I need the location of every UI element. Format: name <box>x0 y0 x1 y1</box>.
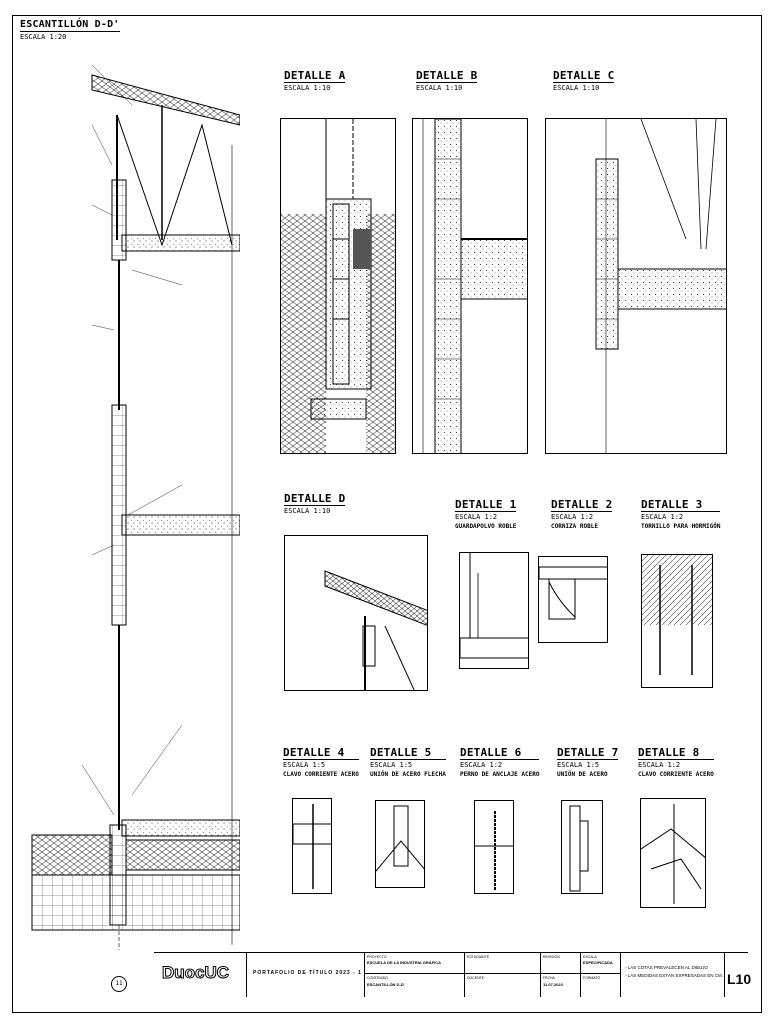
note-1: - LAS COTAS PREVALECEN AL DIBUJO <box>625 965 708 970</box>
detail-3-title: DETALLE 3 <box>641 499 721 512</box>
detail-8-subtitle: CLAVO CORRIENTE ACERO <box>638 771 714 778</box>
detail-b-header: DETALLE B ESCALA 1:10 <box>416 69 478 92</box>
format-value <box>581 981 585 983</box>
logo-cell: DuocUC <box>154 953 246 997</box>
detail-7-header: DETALLE 7 ESCALA 1:5 UNIÓN DE ACERO <box>557 746 619 778</box>
detail-3-subtitle: TORNILLO PARA HORMIGÓN <box>641 523 721 530</box>
main-section-drawing <box>22 45 240 950</box>
detail-7-drawing <box>561 800 603 894</box>
duoc-logo: DuocUC <box>161 963 230 983</box>
detail-d-drawing <box>284 535 428 691</box>
student-cell: ESTUDIANTE DOCENTE <box>464 953 540 997</box>
detail-8-header: DETALLE 8 ESCALA 1:2 CLAVO CORRIENTE ACE… <box>638 747 714 778</box>
detail-d-header: DETALLE D ESCALA 1:10 <box>284 492 346 515</box>
content-label: CONTENIDO <box>367 976 388 980</box>
detail-7-title: DETALLE 7 <box>557 746 619 760</box>
detail-1-title: DETALLE 1 <box>455 498 517 512</box>
note-2: - LAS MEDIDAS ESTÁN EXPRESADAS EN CM. <box>625 973 724 978</box>
teacher-value <box>465 981 469 983</box>
detail-d-title: DETALLE D <box>284 492 346 506</box>
detail-4-subtitle: CLAVO CORRIENTE ACERO <box>283 771 359 778</box>
student-label: ESTUDIANTE <box>467 955 490 959</box>
detail-8-scale: ESCALA 1:2 <box>638 761 681 769</box>
detail-8-title: DETALLE 8 <box>638 747 714 760</box>
detail-3-scale: ESCALA 1:2 <box>641 513 684 521</box>
project-label: PROYECTO <box>367 955 387 959</box>
main-section-title: ESCANTILLÓN D-D' <box>20 19 120 32</box>
detail-2-subtitle: CORNIZA ROBLE <box>551 523 598 530</box>
detail-5-title: DETALLE 5 <box>370 747 446 760</box>
sheet-number: L10 <box>727 971 752 987</box>
detail-3-drawing <box>641 554 713 688</box>
detail-6-drawing <box>474 800 514 894</box>
detail-1-drawing <box>459 552 529 669</box>
axis-bubble: 11 <box>111 976 127 992</box>
detail-5-scale: ESCALA 1:5 <box>370 761 413 769</box>
detail-a-header: DETALLE A ESCALA 1:10 <box>284 69 346 92</box>
detail-6-scale: ESCALA 1:2 <box>460 761 503 769</box>
detail-4-scale: ESCALA 1:5 <box>283 761 326 769</box>
detail-c-scale: ESCALA 1:10 <box>553 84 600 92</box>
teacher-label: DOCENTE <box>467 976 485 980</box>
detail-3-header: DETALLE 3 ESCALA 1:2 TORNILLO PARA HORMI… <box>641 499 721 530</box>
project-cell: PROYECTO ESCUELA DE LA INDUSTRIA GRÁFICA… <box>364 953 464 997</box>
revision-cell: REVISIÓN FECHA 11.07.2023 <box>540 953 580 997</box>
detail-a-drawing <box>280 118 396 454</box>
detail-d-scale: ESCALA 1:10 <box>284 507 331 515</box>
detail-b-drawing <box>412 118 528 454</box>
detail-a-scale: ESCALA 1:10 <box>284 84 331 92</box>
portfolio-title: PORTAFOLIO DE TÍTULO 2023 - 1 <box>253 970 362 976</box>
detail-c-drawing <box>545 118 727 454</box>
detail-6-header: DETALLE 6 ESCALA 1:2 PERNO DE ANCLAJE AC… <box>460 747 540 778</box>
detail-2-scale: ESCALA 1:2 <box>551 513 594 521</box>
format-label: FORMATO <box>583 976 601 980</box>
scale-cell: ESCALA ESPECIFICADA FORMATO <box>580 953 620 997</box>
detail-a-title: DETALLE A <box>284 69 346 83</box>
portfolio-cell: PORTAFOLIO DE TÍTULO 2023 - 1 <box>246 953 364 997</box>
content-value: ESCANTILLÓN D-D' <box>367 982 405 987</box>
scale-value: ESPECIFICADA <box>583 960 613 965</box>
detail-b-title: DETALLE B <box>416 69 478 83</box>
detail-2-title: DETALLE 2 <box>551 498 613 512</box>
detail-5-drawing <box>375 800 425 888</box>
detail-7-scale: ESCALA 1:5 <box>557 761 600 769</box>
project-value: ESCUELA DE LA INDUSTRIA GRÁFICA <box>367 960 441 965</box>
drawing-sheet <box>12 15 762 1013</box>
date-label: FECHA <box>543 976 555 980</box>
detail-b-scale: ESCALA 1:10 <box>416 84 463 92</box>
detail-c-title: DETALLE C <box>553 69 615 83</box>
detail-2-header: DETALLE 2 ESCALA 1:2 CORNIZA ROBLE <box>551 498 613 530</box>
detail-4-header: DETALLE 4 ESCALA 1:5 CLAVO CORRIENTE ACE… <box>283 747 359 778</box>
detail-1-header: DETALLE 1 ESCALA 1:2 GUARDAPOLVO ROBLE <box>455 498 517 530</box>
detail-8-drawing <box>640 798 706 908</box>
detail-4-drawing <box>292 798 332 894</box>
main-section-scale: ESCALA 1:20 <box>20 33 67 41</box>
student-value <box>465 959 540 961</box>
notes-cell: - LAS COTAS PREVALECEN AL DIBUJO - LAS M… <box>620 953 724 997</box>
scale-label: ESCALA <box>583 955 597 959</box>
detail-1-scale: ESCALA 1:2 <box>455 513 498 521</box>
detail-7-subtitle: UNIÓN DE ACERO <box>557 771 608 778</box>
title-block: DuocUC PORTAFOLIO DE TÍTULO 2023 - 1 PRO… <box>154 952 752 997</box>
detail-6-subtitle: PERNO DE ANCLAJE ACERO <box>460 771 540 778</box>
detail-6-title: DETALLE 6 <box>460 747 540 760</box>
detail-2-drawing <box>538 556 608 643</box>
detail-4-title: DETALLE 4 <box>283 747 359 760</box>
detail-5-header: DETALLE 5 ESCALA 1:5 UNIÓN DE ACERO FLEC… <box>370 747 446 778</box>
revision-value <box>541 959 580 961</box>
detail-5-subtitle: UNIÓN DE ACERO FLECHA <box>370 771 446 778</box>
revision-label: REVISIÓN <box>543 955 560 959</box>
main-section-header: ESCANTILLÓN D-D' ESCALA 1:20 <box>20 20 120 41</box>
detail-c-header: DETALLE C ESCALA 1:10 <box>553 69 615 92</box>
detail-1-subtitle: GUARDAPOLVO ROBLE <box>455 523 517 530</box>
sheet-number-cell: L10 <box>724 953 752 997</box>
date-value: 11.07.2023 <box>543 982 563 987</box>
